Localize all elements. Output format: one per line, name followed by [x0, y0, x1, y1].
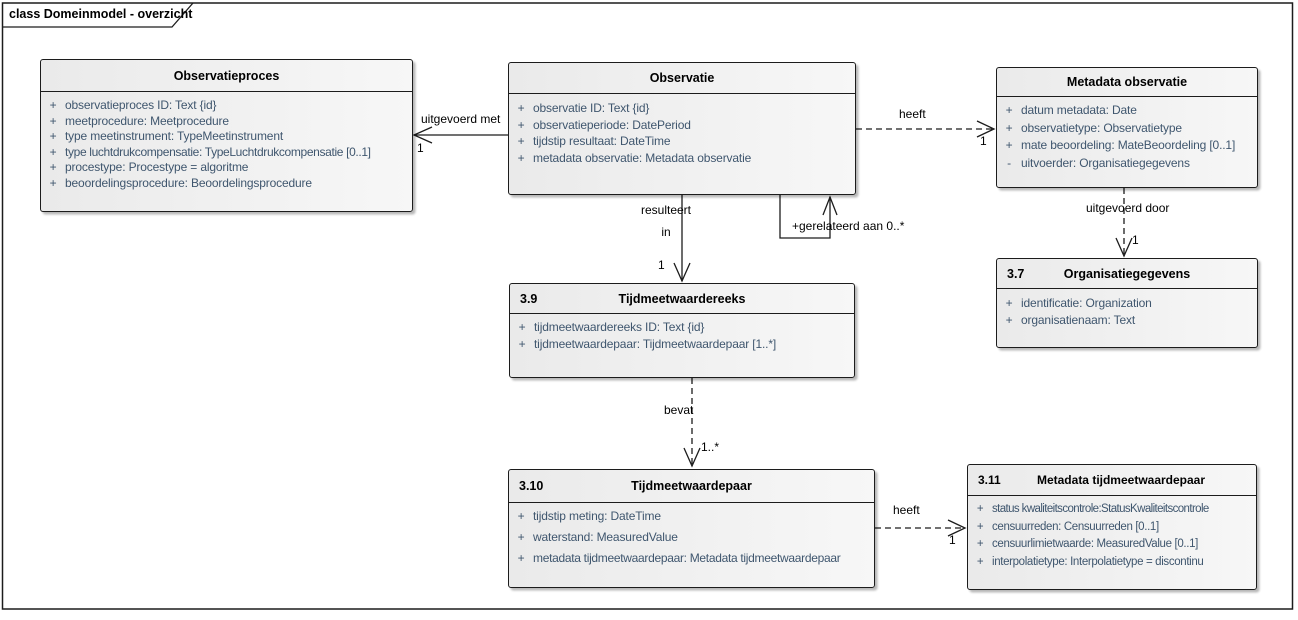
- attribute-row: +censuurlimietwaarde: MeasuredValue [0..…: [976, 538, 1199, 550]
- attribute-row: +observatieproces ID: Text {id}: [49, 98, 217, 112]
- connector-label-heeft: heeft: [899, 107, 926, 121]
- connector-uitgevoerd-door[interactable]: [1115, 188, 1133, 258]
- class-title: Observatieproces: [173, 68, 280, 83]
- multiplicity: 1: [658, 258, 665, 272]
- attribute-row: +tijdstip meting: DateTime: [517, 509, 661, 523]
- attribute-row: +metadata observatie: Metadata observati…: [517, 150, 752, 165]
- attribute-row: +type meetinstrument: TypeMeetinstrument: [49, 129, 284, 143]
- open-arrow-icon: [976, 120, 996, 138]
- attribute-row: +censuurreden: Censuurreden [0..1]: [976, 520, 1159, 533]
- attribute-row: +observatie ID: Text {id}: [517, 101, 650, 115]
- connector-label-uitgevoerd-door: uitgevoerd door: [1086, 201, 1170, 215]
- open-arrow-icon: [822, 195, 838, 216]
- connector-resulteert-in[interactable]: [673, 195, 691, 283]
- multiplicity: 1: [1132, 233, 1139, 247]
- attribute-row: +type luchtdrukcompensatie: TypeLuchtdru…: [49, 144, 371, 159]
- class-title: Metadata tijdmeetwaardepaar: [1036, 473, 1206, 487]
- attribute-row: +organisatienaam: Text: [1005, 312, 1136, 327]
- class-title: Tijdmeetwaardepaar: [631, 479, 752, 493]
- multiplicity: 1: [949, 533, 956, 547]
- multiplicity: 1: [417, 141, 424, 155]
- attribute-row: +mate beoordeling: MateBeoordeling [0..1…: [1005, 138, 1236, 152]
- attribute-row: +tijdmeetwaardereeks ID: Text {id}: [518, 320, 705, 334]
- class-metadata-observatie[interactable]: Metadata observatie +datum metadata: Dat…: [996, 67, 1258, 188]
- connector-label-gerelateerd-aan: +gerelateerd aan 0..*: [792, 219, 905, 233]
- attribute-row: +metadata tijdmeetwaardepaar: Metadata t…: [517, 551, 841, 565]
- connector-bevat[interactable]: [683, 378, 701, 468]
- attribute-row: +meetprocedure: Meetprocedure: [49, 113, 229, 128]
- connector-label-bevat: bevat: [664, 403, 694, 417]
- attribute-row: +waterstand: MeasuredValue: [517, 530, 678, 544]
- class-number: 3.10: [519, 479, 544, 493]
- class-tijdmeetwaardereeks[interactable]: 3.9 Tijdmeetwaardereeks +tijdmeetwaarder…: [509, 283, 855, 378]
- connector-label-uitgevoerd-met: uitgevoerd met: [421, 112, 501, 126]
- open-arrow-icon: [412, 126, 433, 144]
- attribute-row: +status kwaliteitscontrole:StatusKwalite…: [976, 503, 1210, 515]
- class-title: Observatie: [649, 71, 715, 85]
- class-number: 3.9: [520, 291, 538, 306]
- open-arrow-icon: [683, 447, 701, 468]
- open-arrow-icon: [673, 262, 691, 283]
- class-organisatiegegevens[interactable]: 3.7 Organisatiegegevens +identificatie: …: [996, 258, 1258, 348]
- class-metadata-tijdmeetwaardepaar[interactable]: 3.11 Metadata tijdmeetwaardepaar +status…: [967, 464, 1257, 590]
- attribute-row: -uitvoerder: Organisatiegegevens: [1007, 155, 1190, 170]
- attribute-row: +observatietype: Observatietype: [1005, 120, 1183, 135]
- class-observatie[interactable]: Observatie +observatie ID: Text {id} +ob…: [508, 62, 856, 195]
- class-number: 3.7: [1007, 266, 1025, 281]
- open-arrow-icon: [947, 519, 967, 537]
- attribute-row: +datum metadata: Date: [1005, 103, 1137, 117]
- connector-label-in: in: [661, 225, 671, 239]
- connector-label-resulteert: resulteert: [640, 203, 692, 217]
- connector-heeft-metadata-tijdmeetwaardepaar[interactable]: [875, 519, 967, 537]
- connector-uitgevoerd-met[interactable]: [412, 126, 508, 144]
- class-title: Organisatiegegevens: [1063, 266, 1191, 281]
- connector-label-heeft-2: heeft: [893, 503, 920, 517]
- class-tijdmeetwaardepaar[interactable]: 3.10 Tijdmeetwaardepaar +tijdstip meting…: [508, 469, 875, 588]
- class-number: 3.11: [978, 473, 1001, 487]
- connector-heeft-metadata-observatie[interactable]: [856, 120, 996, 138]
- open-arrow-icon: [1115, 237, 1133, 258]
- attribute-row: +tijdstip resultaat: DateTime: [517, 134, 671, 148]
- frame-title-tab: [2, 2, 194, 28]
- attribute-row: +beoordelingsprocedure: Beoordelingsproc…: [49, 175, 312, 190]
- diagram-frame: [1, 2, 1294, 610]
- class-observatieproces[interactable]: Observatieproces +observatieproces ID: T…: [40, 59, 413, 212]
- attribute-row: +procestype: Procestype = algoritme: [49, 160, 249, 174]
- multiplicity: 1: [980, 134, 987, 148]
- connector-gerelateerd-aan[interactable]: [779, 195, 838, 239]
- class-title: Tijdmeetwaardereeks: [618, 291, 746, 306]
- multiplicity: 1..*: [701, 440, 720, 454]
- class-title: Metadata observatie: [1066, 75, 1188, 89]
- attribute-row: +observatieperiode: DatePeriod: [517, 117, 691, 132]
- attribute-row: +identificatie: Organization: [1005, 296, 1152, 310]
- diagram-title: class Domeinmodel - overzicht: [9, 7, 193, 21]
- attribute-row: +interpolatietype: Interpolatietype = di…: [976, 555, 1204, 568]
- attribute-row: +tijdmeetwaardepaar: Tijdmeetwaardepaar …: [518, 336, 777, 351]
